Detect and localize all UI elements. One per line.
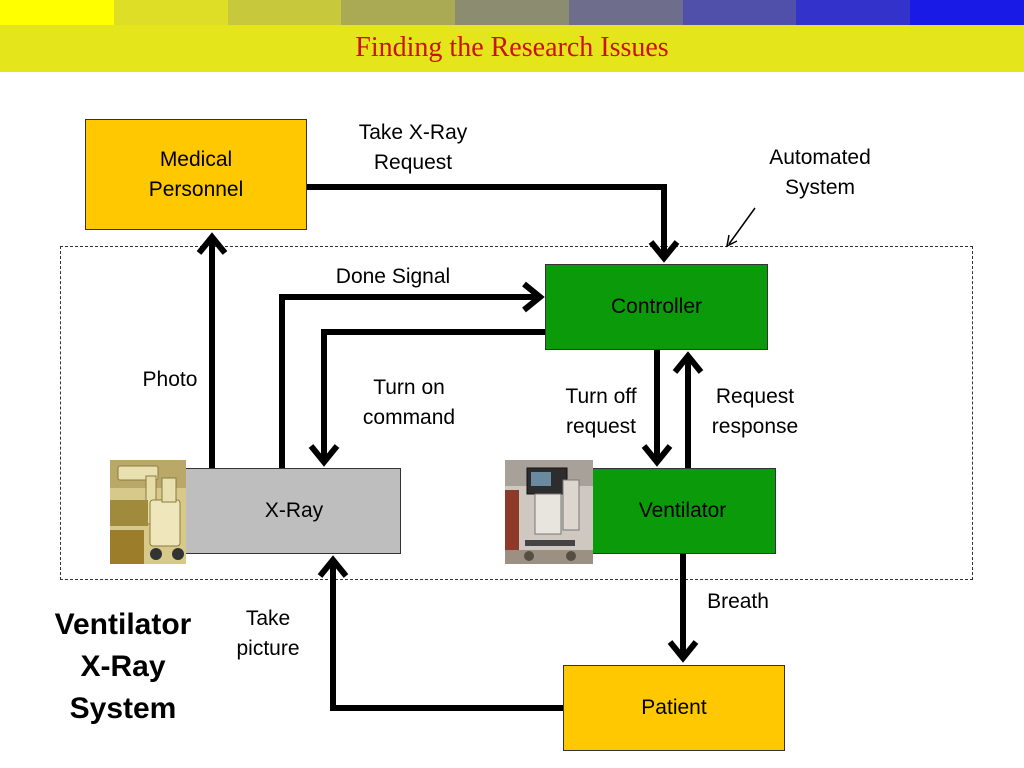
diagram-title: Ventilator X-Ray System <box>54 608 192 725</box>
ventilator-node: Ventilator <box>581 468 776 554</box>
done-signal-label: Done Signal <box>335 265 451 288</box>
automated-system-boundary <box>60 246 973 580</box>
arrow-done-signal <box>279 294 540 468</box>
title-bar <box>0 25 1024 72</box>
strip-segment <box>341 0 456 25</box>
xray-node: X-Ray <box>183 468 401 554</box>
arrowhead-done-signal <box>522 281 545 313</box>
arrowhead-turn-on-command <box>308 444 340 467</box>
arrowhead-take-xray-request <box>648 240 680 263</box>
strip-segment <box>0 0 114 25</box>
strip-segment <box>227 0 342 25</box>
strip-segment <box>568 0 683 25</box>
strip-segment <box>910 0 1024 25</box>
arrow-turn-on-command <box>321 329 545 462</box>
patient-node: Patient <box>563 665 785 751</box>
header-color-strip <box>0 0 1024 25</box>
strip-segment <box>682 0 797 25</box>
ventilator-machine-photo <box>505 460 593 564</box>
slide-title: Finding the Research Issues <box>355 32 669 63</box>
automated-system-label: Automated System <box>769 146 871 199</box>
arrowhead-photo <box>196 232 228 255</box>
photo-label: Photo <box>142 368 198 391</box>
arrow-automated-system <box>728 207 756 245</box>
xray-label: X-Ray <box>264 499 324 522</box>
controller-label: Controller <box>610 295 703 318</box>
request-response-label: Request response <box>711 385 799 438</box>
arrowhead-turn-off-request <box>641 444 673 467</box>
strip-segment <box>796 0 911 25</box>
ventilator-label: Ventilator <box>638 499 727 522</box>
medical-personnel-label: Medical Personnel <box>148 147 244 201</box>
arrow-take-xray-request <box>307 184 667 258</box>
arrowhead-breath <box>667 640 699 663</box>
arrowhead-request-response <box>672 351 704 374</box>
arrowhead-take-picture <box>317 555 349 578</box>
strip-segment <box>113 0 228 25</box>
x-ray-machine-photo <box>110 460 186 564</box>
controller-node: Controller <box>545 264 768 350</box>
arrow-take-picture <box>330 560 563 711</box>
take-xray-request-label: Take X-Ray Request <box>358 121 468 174</box>
medical-personnel-node: Medical Personnel <box>85 119 307 230</box>
take-picture-label: Take picture <box>236 607 300 660</box>
turn-off-request-label: Turn off request <box>565 385 637 438</box>
turn-on-command-label: Turn on command <box>362 376 456 429</box>
patient-label: Patient <box>641 696 707 719</box>
breath-label: Breath <box>707 590 769 613</box>
strip-segment <box>455 0 569 25</box>
